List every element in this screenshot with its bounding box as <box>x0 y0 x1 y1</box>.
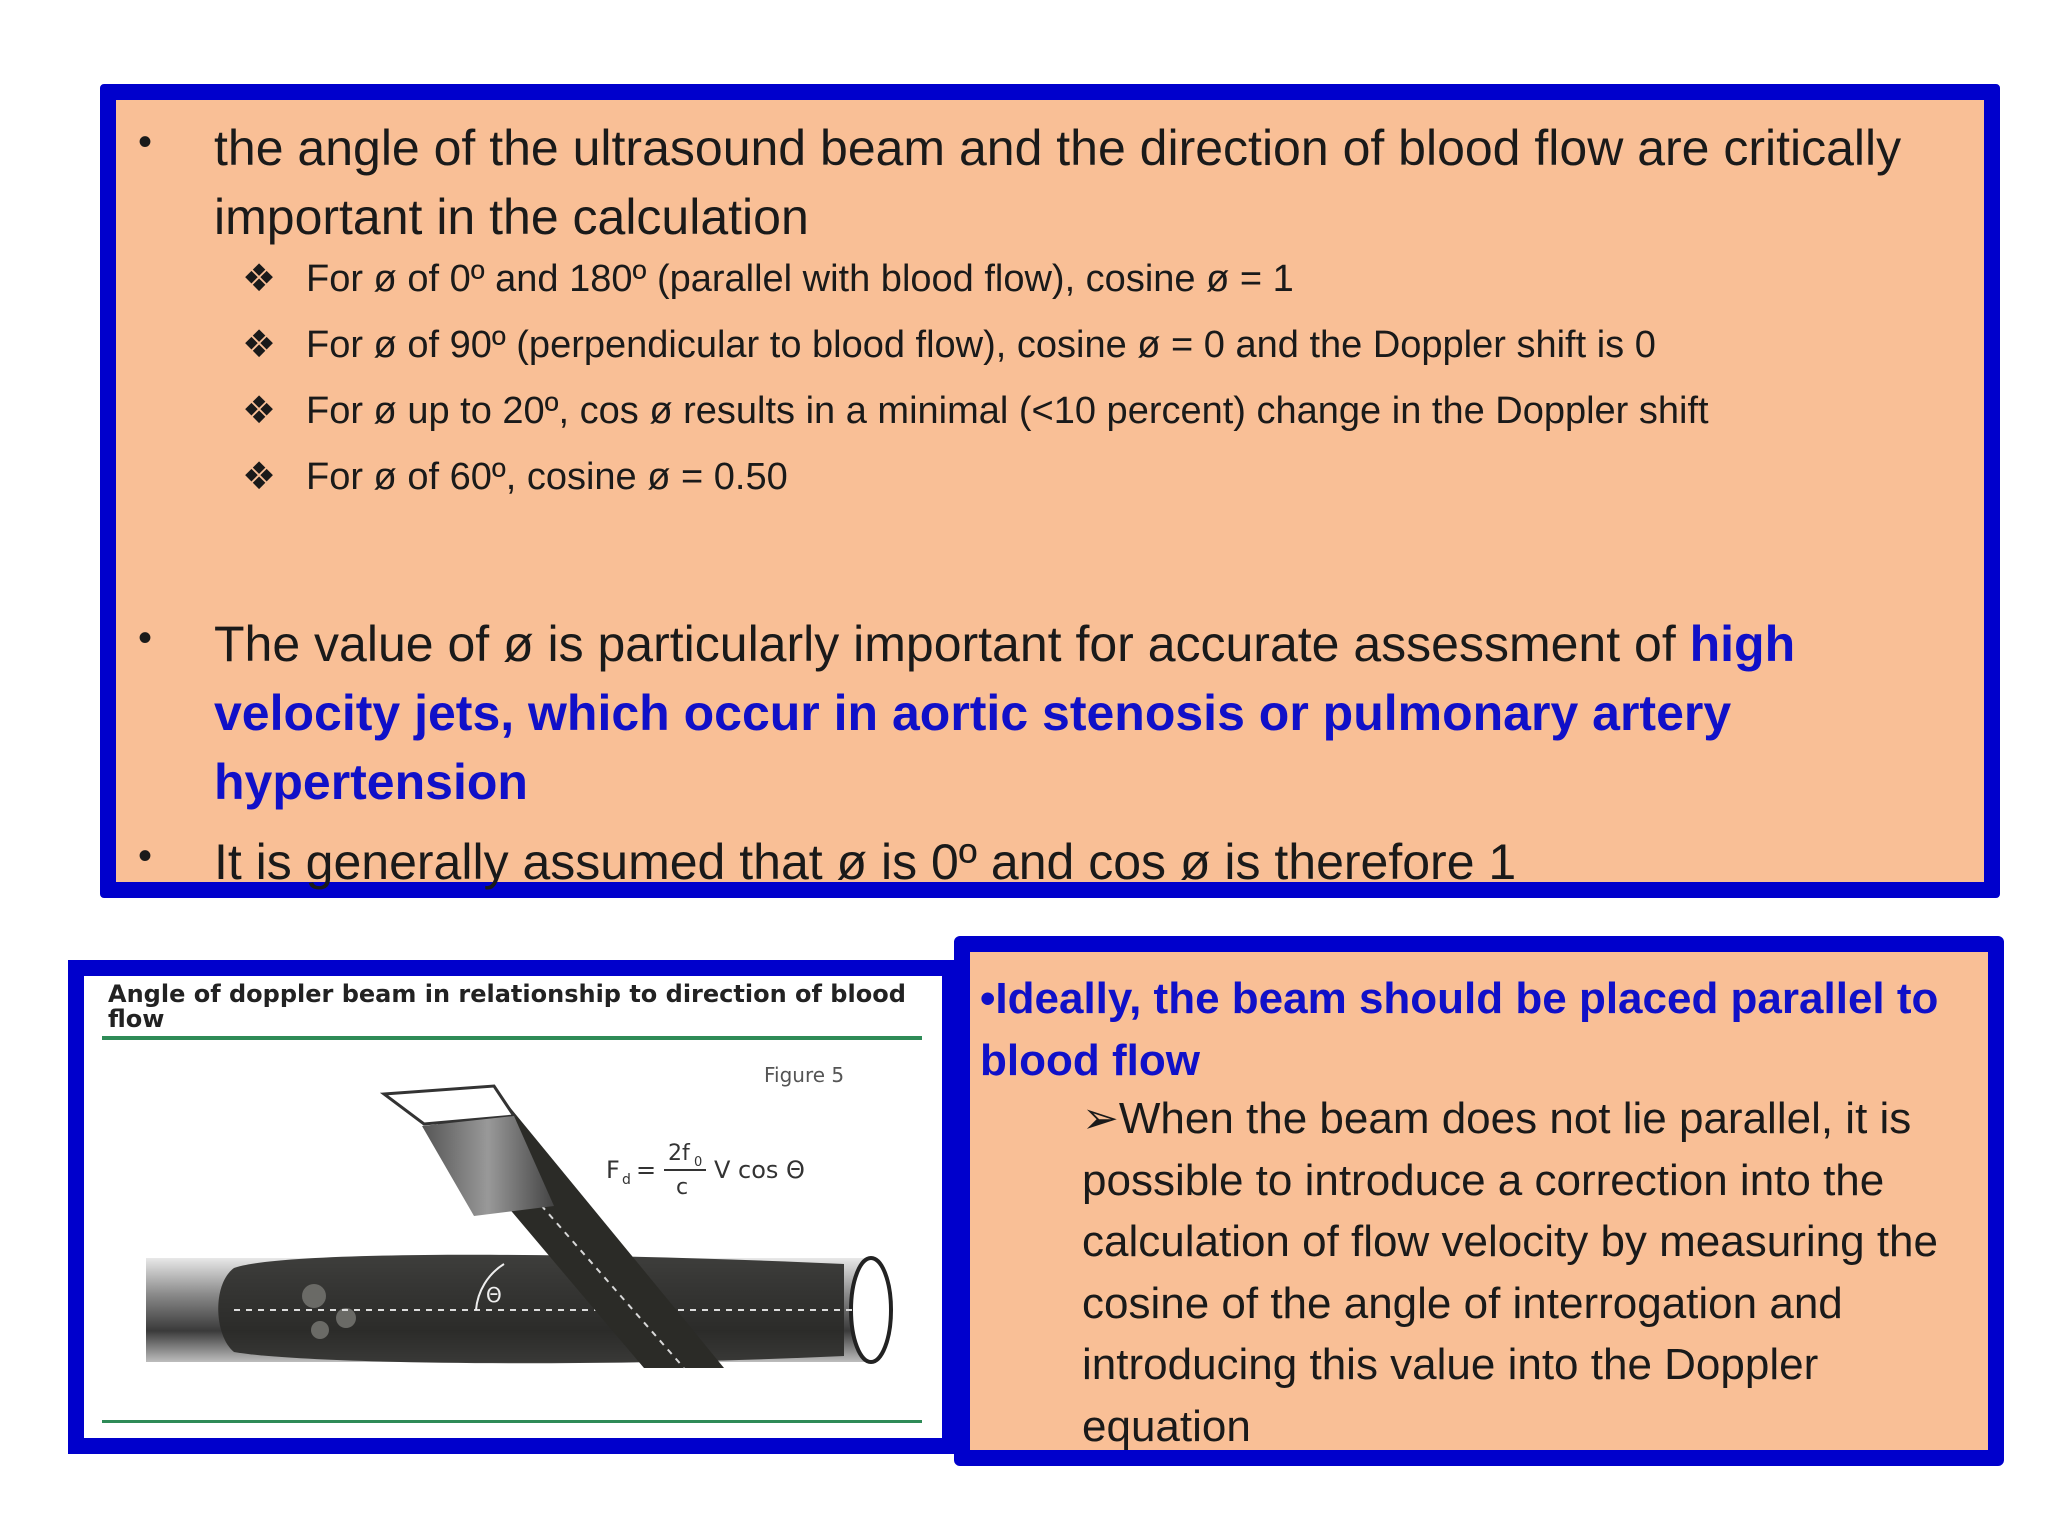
blood-cell <box>311 1321 329 1339</box>
figure-panel: Angle of doppler beam in relationship to… <box>68 960 958 1454</box>
sub-item-text: For ø of 0º and 180º (parallel with bloo… <box>306 258 1294 300</box>
angle-arc <box>475 1263 505 1311</box>
sub-item-text: For ø of 60º, cosine ø = 0.50 <box>306 456 788 498</box>
bullet-dot: • <box>138 120 153 164</box>
formula-equals: = <box>636 1156 656 1184</box>
sub-item-text: For ø of 90º (perpendicular to blood flo… <box>306 324 1656 366</box>
blood-cell <box>302 1284 326 1308</box>
figure-top-rule <box>102 1036 922 1040</box>
bullet-text-highlight: high velocity jets, which occur in aorti… <box>214 616 1796 810</box>
figure-number-label: Figure 5 <box>764 1063 844 1087</box>
angle-theta-label: Θ <box>486 1283 502 1307</box>
formula-numerator-subscript: 0 <box>694 1155 702 1170</box>
vessel-opening <box>849 1256 893 1364</box>
bullet-text: The value of ø is particularly important… <box>214 610 1956 817</box>
bullet-dot: • <box>138 834 153 878</box>
note-heading: •Ideally, the beam should be placed para… <box>980 974 1939 1085</box>
figure-bottom-rule <box>102 1420 922 1423</box>
main-text-panel: • the angle of the ultrasound beam and t… <box>100 84 2000 898</box>
bullet-text-plain: The value of ø is particularly important… <box>214 616 1690 672</box>
figure-title: Angle of doppler beam in relationship to… <box>108 980 906 1033</box>
formula-denominator: c <box>676 1175 688 1200</box>
note-body: ➢When the beam does not lie parallel, it… <box>1082 1094 1938 1451</box>
doppler-figure: Figure 5 Θ F d = 2f 0 c V cos Θ <box>102 1036 922 1423</box>
bullet-text: It is generally assumed that ø is 0º and… <box>214 834 1517 890</box>
formula-rhs: V cos Θ <box>714 1156 805 1184</box>
formula-lhs-subscript: d <box>622 1172 631 1188</box>
diamond-bullet-icon: ❖ <box>242 258 277 300</box>
bullet-dot: • <box>138 616 153 660</box>
diamond-bullet-icon: ❖ <box>242 324 277 366</box>
blood-cell <box>336 1308 356 1328</box>
formula-lhs: F <box>606 1156 620 1184</box>
sub-item-text: For ø up to 20º, cos ø results in a mini… <box>306 390 1709 432</box>
blood-column <box>218 1254 844 1364</box>
diamond-bullet-icon: ❖ <box>242 456 277 498</box>
bullet-text: the angle of the ultrasound beam and the… <box>214 120 1902 245</box>
beam-axis-line <box>453 1105 685 1369</box>
formula-numerator: 2f <box>668 1141 691 1166</box>
ultrasound-probe <box>422 1116 554 1216</box>
diamond-bullet-icon: ❖ <box>242 390 277 432</box>
note-panel: •Ideally, the beam should be placed para… <box>954 936 2004 1466</box>
